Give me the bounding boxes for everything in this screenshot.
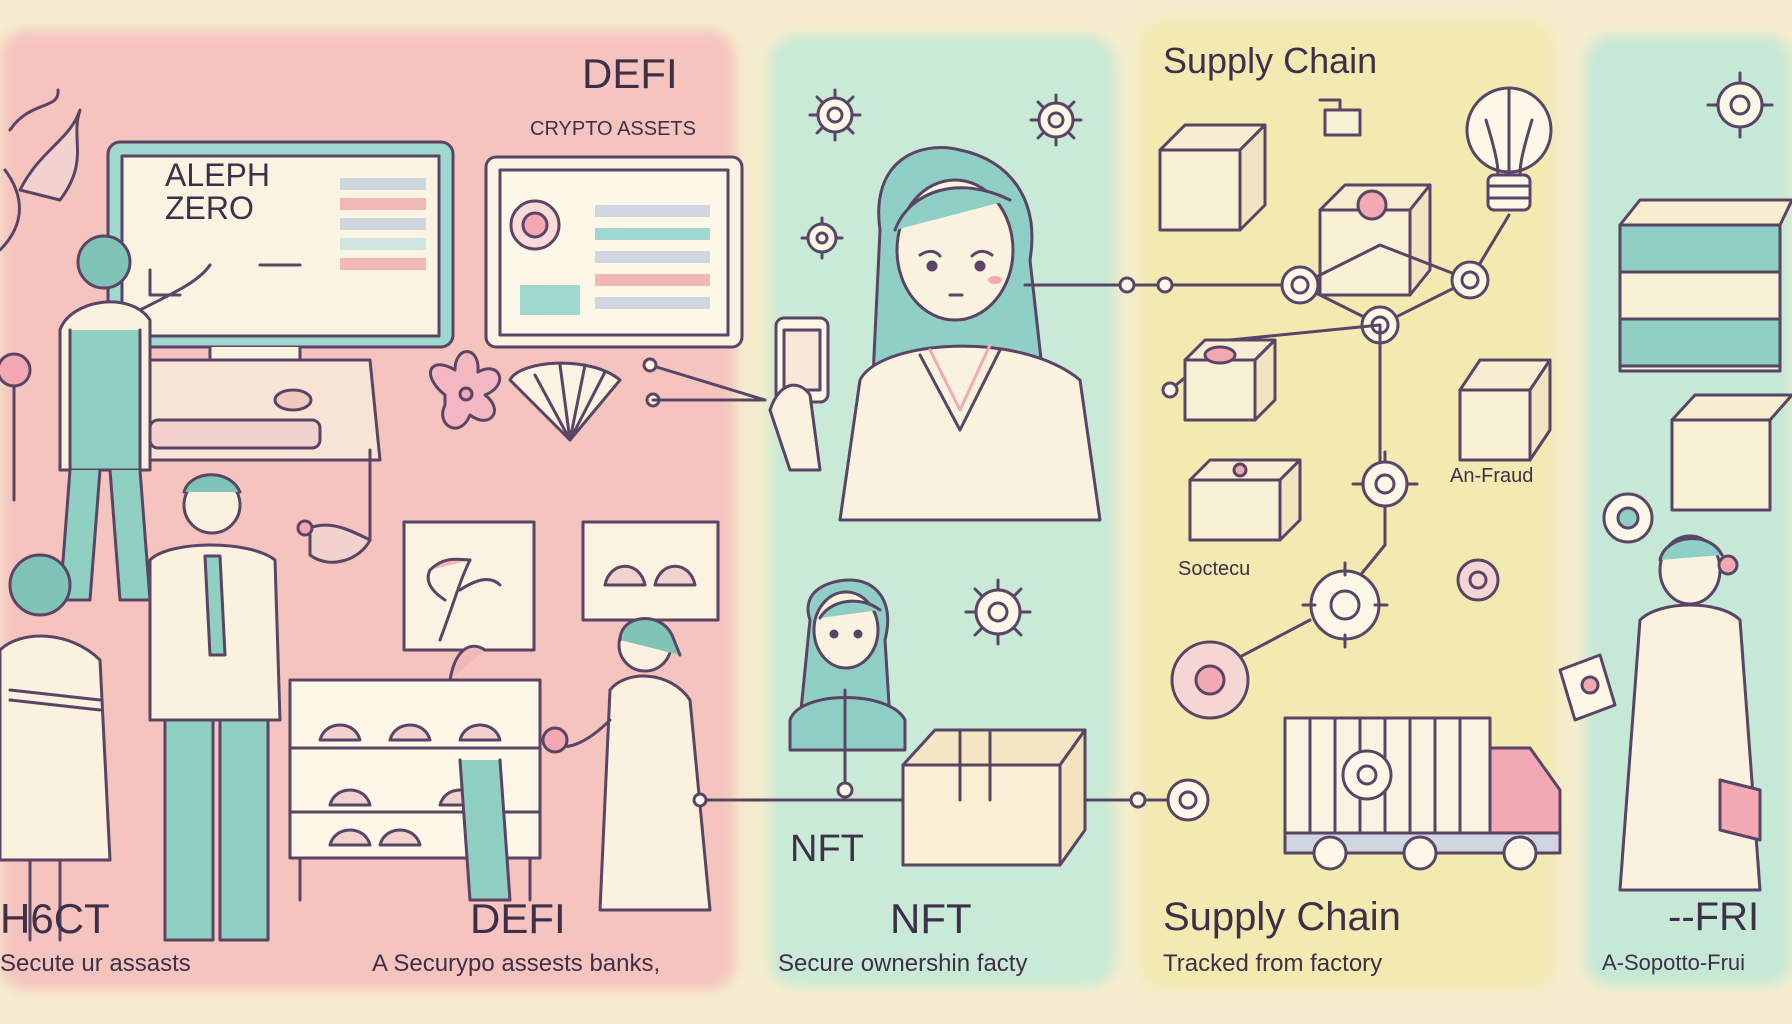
server-stack <box>1618 198 1792 373</box>
defi-title: DEFI <box>582 50 678 97</box>
gear-icon <box>964 578 1032 646</box>
caption-antifraud-heading: --FRI <box>1668 895 1760 939</box>
person-avatar-nft <box>788 578 907 792</box>
cube-icon <box>1183 338 1277 422</box>
person-with-tie <box>148 473 282 942</box>
gear-icon <box>1301 561 1389 649</box>
caption-left-text: Secute ur assasts <box>0 950 191 977</box>
flower-icon <box>429 350 502 430</box>
monitor-text-zero: ZERO <box>165 190 254 226</box>
caption-defi-text: A Securypo assests banks, <box>372 950 661 977</box>
gear-icon <box>1170 640 1250 720</box>
gear-icon <box>1602 492 1654 544</box>
cube-icon <box>1318 183 1432 297</box>
caption-left-heading: H6CT <box>0 895 110 942</box>
gear-icon <box>1166 778 1210 822</box>
gear-icon <box>1706 71 1774 139</box>
cube-icon <box>1188 458 1302 542</box>
cube-icon <box>901 728 1087 867</box>
anti-fraud-label: An-Fraud <box>1450 465 1534 487</box>
nft-small-label: NFT <box>790 828 864 870</box>
caption-supply-heading: Supply Chain <box>1163 895 1401 939</box>
cube-icon <box>1158 123 1267 232</box>
person-with-phone <box>838 146 1102 522</box>
cube-icon <box>1670 393 1792 512</box>
cube-icon <box>1458 358 1552 462</box>
lightbulb-icon <box>1465 86 1553 212</box>
caption-supply-text: Tracked from factory <box>1163 950 1383 977</box>
caption-nft-heading: NFT <box>890 895 972 942</box>
gear-icon <box>1456 558 1500 602</box>
monitor-icon <box>106 140 455 372</box>
box-label: Soctecu <box>1178 558 1251 580</box>
person-shopper <box>458 617 712 912</box>
supply-chain-title: Supply Chain <box>1163 40 1378 81</box>
flower-icon <box>0 88 82 502</box>
person-at-monitor <box>58 234 212 602</box>
smartphone-icon <box>768 316 830 472</box>
caption-antifraud-text: A-Sopotto-Frui <box>1602 950 1746 975</box>
defi-subtitle: CRYPTO ASSETS <box>530 118 696 140</box>
gear-icon <box>808 88 862 142</box>
monitor-text-aleph: ALEPH <box>165 157 270 193</box>
caption-nft-text: Secure ownershin facty <box>778 950 1028 977</box>
person-antifraud <box>1558 534 1762 892</box>
gear-icon <box>800 216 844 260</box>
caption-defi-heading: DEFI <box>470 895 566 942</box>
truck-icon <box>1283 716 1562 871</box>
person-kimono <box>0 553 112 942</box>
gear-icon <box>1029 93 1083 147</box>
